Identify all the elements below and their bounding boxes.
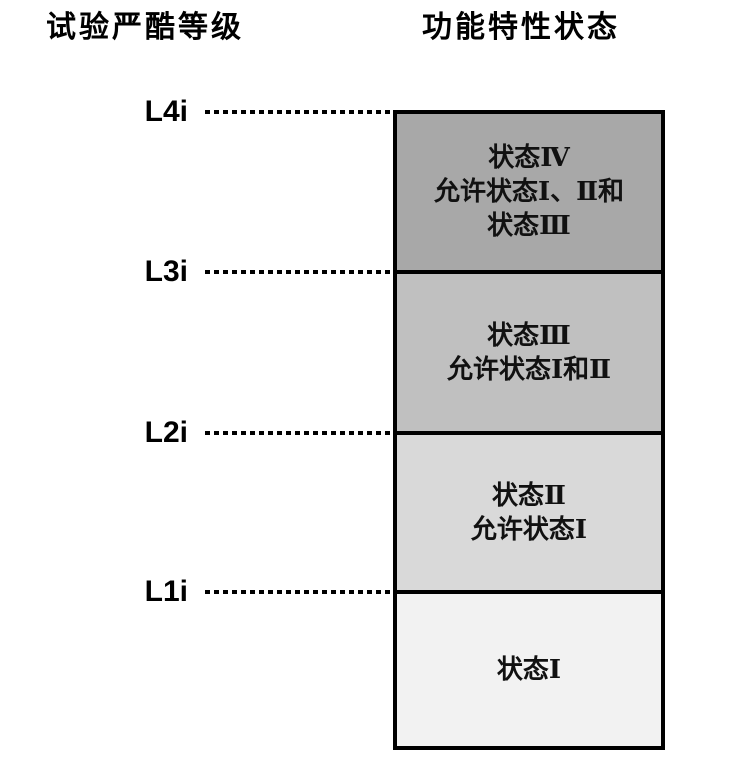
state-section-iii-line-2: 允许状态Ⅰ和Ⅱ [446, 354, 612, 384]
state-section-iv-line-3: 状态Ⅲ [487, 211, 571, 240]
state-section-i: 状态Ⅰ [397, 594, 661, 746]
level-label-l3i: L3i [144, 255, 188, 288]
divider-l2i [397, 431, 661, 435]
state-section-i-line-1: 状态Ⅰ [496, 655, 562, 684]
divider-l3i [397, 270, 661, 274]
state-section-iv: 状态Ⅳ 允许状态Ⅰ、Ⅱ和 状态Ⅲ [397, 114, 661, 270]
divider-l1i [397, 590, 661, 594]
state-section-ii-line-1: 状态Ⅱ [492, 480, 566, 510]
leader-line-l3i [205, 270, 393, 274]
leader-line-l2i [205, 431, 393, 435]
state-section-ii-line-2: 允许状态Ⅰ [470, 514, 588, 544]
level-label-l4i: L4i [144, 95, 188, 128]
state-section-iv-line-2: 允许状态Ⅰ、Ⅱ和 [433, 177, 625, 206]
state-stack-box: 状态Ⅳ 允许状态Ⅰ、Ⅱ和 状态Ⅲ 状态Ⅲ 允许状态Ⅰ和Ⅱ 状态Ⅱ 允许状态Ⅰ 状… [393, 110, 665, 750]
state-section-iii-line-1: 状态Ⅲ [487, 320, 571, 350]
leader-line-l1i [205, 590, 393, 594]
state-section-ii: 状态Ⅱ 允许状态Ⅰ [397, 435, 661, 590]
state-section-iii: 状态Ⅲ 允许状态Ⅰ和Ⅱ [397, 274, 661, 431]
level-label-l2i: L2i [144, 416, 188, 449]
level-row-l4i: L4i [0, 92, 393, 132]
level-row-l3i: L3i [0, 252, 393, 292]
level-row-l1i: L1i [0, 572, 393, 612]
level-row-l2i: L2i [0, 413, 393, 453]
leader-line-l4i [205, 110, 393, 114]
right-column-header: 功能特性状态 [422, 11, 620, 44]
state-section-iv-line-1: 状态Ⅳ [488, 143, 570, 172]
level-label-l1i: L1i [144, 575, 188, 608]
left-column-header: 试验严酷等级 [46, 11, 244, 44]
